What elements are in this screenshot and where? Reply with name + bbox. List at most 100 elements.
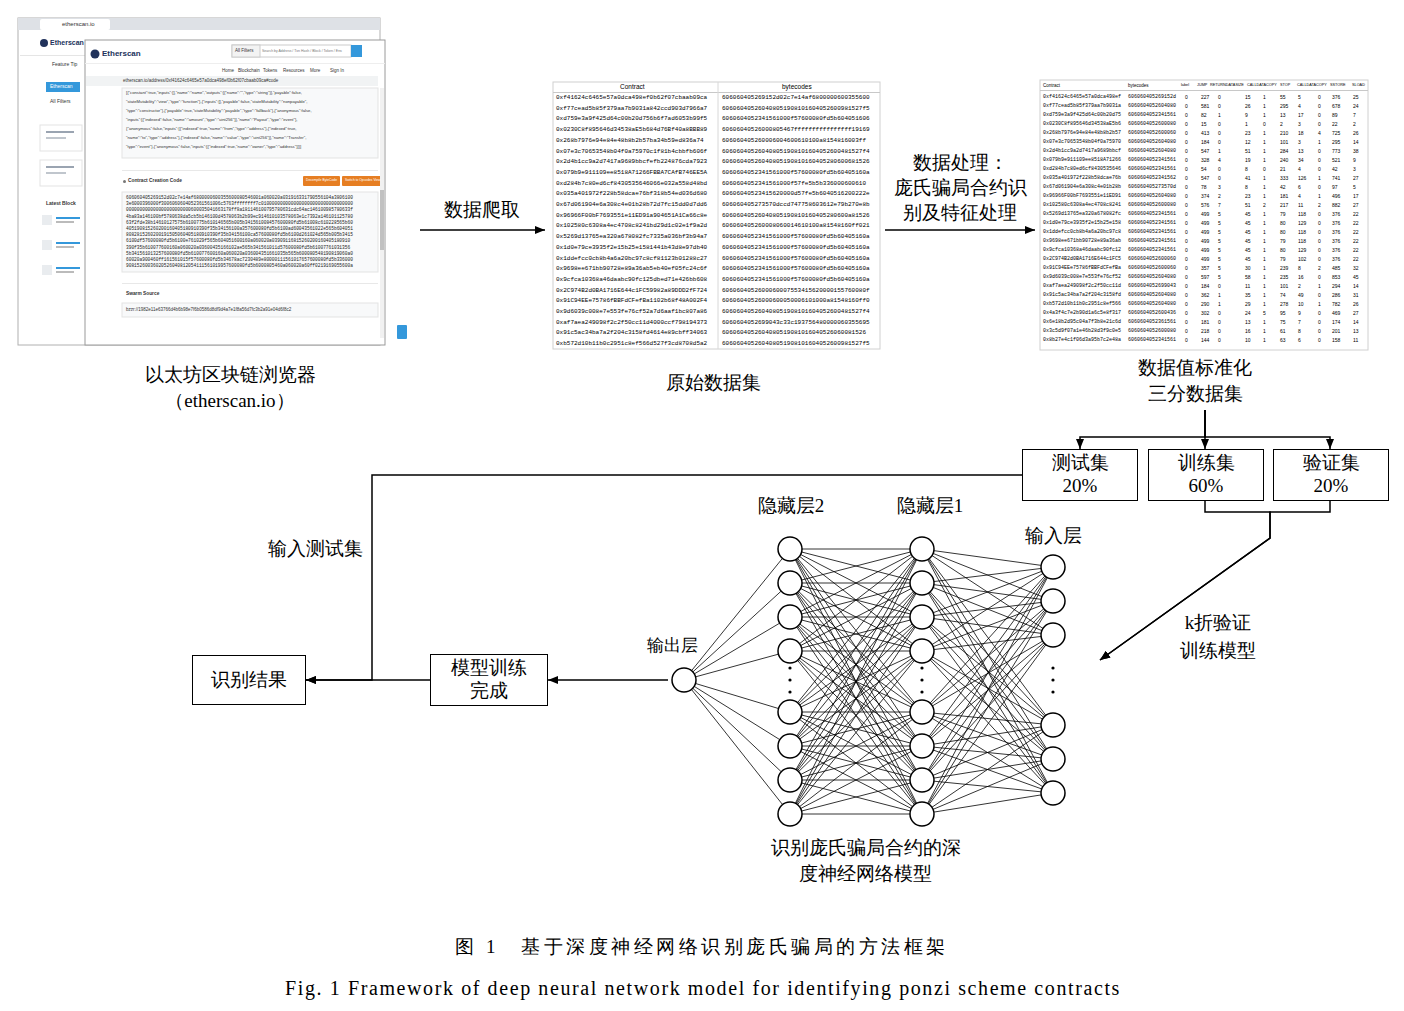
neuron xyxy=(910,734,934,758)
table-cell: 1 xyxy=(1318,284,1321,289)
table-cell: 8 xyxy=(1245,167,1248,172)
table-cell: 606060405269152d xyxy=(1128,95,1176,100)
table-cell: 15 xyxy=(1201,122,1207,127)
table-cell: 678 xyxy=(1332,104,1340,109)
table-cell: 34 xyxy=(1298,158,1304,163)
bytecode-panel xyxy=(122,192,378,272)
table-cell: 0 xyxy=(1318,293,1321,298)
table-cell: 35 xyxy=(1245,293,1251,298)
table-cell: 1 xyxy=(1263,95,1266,100)
table-cell: 22 xyxy=(1353,257,1359,262)
network-weight xyxy=(790,583,922,814)
table-cell: 2 xyxy=(1218,194,1221,199)
box-label: 识别结果 xyxy=(202,669,297,692)
table-cell: 0x4a3f4c7e2b90d1a6c5e8f317 xyxy=(1043,311,1121,316)
table-cell: 0 xyxy=(1185,167,1188,172)
abi-panel xyxy=(122,88,378,158)
screenshot-text: Resources xyxy=(283,69,305,74)
table-cell: 1 xyxy=(1263,104,1266,109)
table-cell: 1 xyxy=(1263,185,1266,190)
table-cell: 0 xyxy=(1318,113,1321,118)
neuron xyxy=(910,768,934,792)
table-cell: 45 xyxy=(1245,212,1251,217)
table-cell: 24 xyxy=(1245,311,1251,316)
table-cell: 6060604052604080 xyxy=(1128,104,1176,109)
table-cell: 32 xyxy=(1353,266,1359,271)
table-cell: 1 xyxy=(1218,149,1221,154)
table-cell: 6060604052341561000f57600080fd5b60405160… xyxy=(722,266,870,272)
result-box: 识别结果 xyxy=(192,655,306,705)
table-cell: 1 xyxy=(1263,284,1266,289)
table-cell: 0 xyxy=(1218,104,1221,109)
table-cell: 0x9d6039c008e7e553fe76cf52 xyxy=(1043,275,1121,280)
ellipsis-dot xyxy=(788,678,791,681)
text-bar xyxy=(56,221,74,223)
table-cell: 374 xyxy=(1201,194,1209,199)
table-cell: 6060604052600060007553415620000155760080… xyxy=(722,288,870,294)
network-weight xyxy=(790,712,922,814)
screenshot-text: etherscan.io xyxy=(62,21,95,27)
table-cell: 499 xyxy=(1201,239,1209,244)
screenshot-text: "stateMutability":"view","type":"functio… xyxy=(126,100,307,104)
network-weight xyxy=(684,549,790,680)
table-cell: 6060604052341561000f57600080fd5b60405160… xyxy=(722,234,870,240)
table-cell: 499 xyxy=(1201,230,1209,235)
connector-arrow xyxy=(306,475,1022,680)
table-cell: 58 xyxy=(1245,275,1251,280)
screenshot-text: 405190815260200160405180910390f35b341561… xyxy=(126,227,353,232)
neuron xyxy=(910,605,934,629)
table-cell: 6060604052341561000f57600080fd5b60405160… xyxy=(722,245,870,251)
ellipsis-dot xyxy=(920,678,923,681)
processed-dataset-table: 数据值标准化 三分数据集 xyxy=(1035,78,1370,410)
network-weight xyxy=(922,549,1053,725)
table-cell: 0xd284b7c80ed6cf8430535646066e032a558d48… xyxy=(556,181,707,187)
network-weight xyxy=(922,635,1053,651)
table-cell: 181 xyxy=(1280,194,1288,199)
table-cell: 6060604052341561000f57600080fd5b60405160… xyxy=(722,170,870,176)
table-cell: 0x2d4b1cc9a2d7417a9689bbcfefb224876cda79… xyxy=(556,159,707,165)
table-cell: 499 xyxy=(1201,257,1209,262)
table-cell: 1 xyxy=(1263,140,1266,145)
table-cell: 0x268b7976e94e84e48b8b2b57 xyxy=(1043,131,1121,136)
network-weight xyxy=(922,567,1053,583)
screenshot-text: Blockchain xyxy=(238,69,260,74)
orange-button xyxy=(303,176,340,186)
table-cell: 362 xyxy=(1201,293,1209,298)
node-caption: 以太坊区块链浏览器 （etherscan.io） xyxy=(135,362,325,413)
table-cell: 129 xyxy=(1298,221,1306,226)
table-header: SLOAD xyxy=(1352,84,1365,88)
neuron xyxy=(778,768,802,792)
table-cell: 0 xyxy=(1185,257,1188,262)
table-cell: 217 xyxy=(1280,203,1288,208)
table-cell: 51 xyxy=(1245,149,1251,154)
table-cell: 0x91C94EEe75786fBBFdCFefBa xyxy=(1043,266,1121,271)
table-cell: 129 xyxy=(1298,248,1306,253)
table-cell: 295 xyxy=(1280,104,1288,109)
table-cell: 0 xyxy=(1185,284,1188,289)
table-cell: 0 xyxy=(1318,248,1321,253)
table-cell: 376 xyxy=(1332,248,1340,253)
divider xyxy=(85,63,385,64)
network-weight xyxy=(790,583,922,814)
table-cell: 1 xyxy=(1263,221,1266,226)
table-cell: 606060405273570d xyxy=(1128,185,1176,190)
table-cell: 4 xyxy=(1298,194,1301,199)
screenshot-text: Tokens xyxy=(263,69,277,74)
table-cell: 55 xyxy=(1280,95,1286,100)
table-header: SSTORE xyxy=(1330,84,1346,88)
screenshot-text: 63f2fde38b14610127575b6100775b610146565b… xyxy=(126,221,353,226)
table-cell: 0 xyxy=(1185,266,1188,271)
table-cell: 0 xyxy=(1185,149,1188,154)
table-cell: 6060604052604080 xyxy=(1128,275,1176,280)
table-cell: 0x102580c6308a4ec4708c8241 xyxy=(1043,203,1121,208)
text-bar xyxy=(56,217,80,219)
table-cell: 499 xyxy=(1201,212,1209,217)
info-card xyxy=(40,160,82,186)
table-cell: 6060604052341561000f57fe5b5b336000600610 xyxy=(722,181,866,187)
table-cell: 0 xyxy=(1218,176,1221,181)
filter-dropdown xyxy=(232,45,260,57)
table-cell: 576 xyxy=(1201,203,1209,208)
table-cell: 725 xyxy=(1332,131,1340,136)
table-cell: 0x5269d13765ea320a678082fc xyxy=(1043,212,1121,217)
network-weight xyxy=(922,759,1053,814)
